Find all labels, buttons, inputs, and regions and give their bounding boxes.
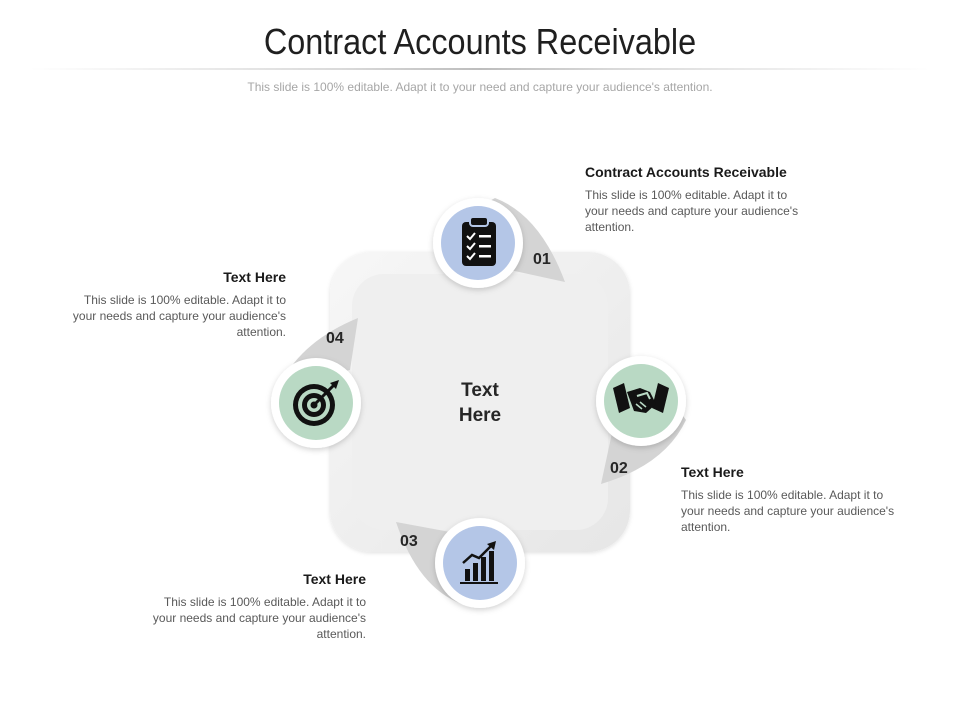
- step-03-circle: [443, 526, 517, 600]
- step-01-description: This slide is 100% editable. Adapt it to…: [585, 188, 799, 234]
- inner-panel: [352, 274, 608, 530]
- clipboard-checklist-icon: [462, 216, 496, 266]
- step-04-description: This slide is 100% editable. Adapt it to…: [72, 293, 286, 339]
- center-label-line1: Text: [461, 380, 499, 401]
- growth-chart-icon: [460, 541, 498, 584]
- step-02-heading: Text Here: [681, 464, 744, 480]
- step-02-node: [596, 356, 686, 446]
- center-label: Text Here: [420, 378, 540, 428]
- step-01-number: 01: [533, 251, 551, 268]
- step-01-text-block: Contract Accounts Receivable This slide …: [585, 164, 815, 235]
- center-label-line2: Here: [458, 405, 502, 426]
- step-02-number: 02: [610, 460, 628, 477]
- step-04-number: 04: [326, 330, 344, 347]
- step-03-heading: Text Here: [303, 571, 366, 587]
- step-03-node: [435, 518, 525, 608]
- step-01-heading: Contract Accounts Receivable: [585, 164, 787, 180]
- step-01-node: [433, 198, 523, 288]
- title-divider: [30, 68, 930, 70]
- target-icon: [293, 380, 339, 426]
- step-04-node: [271, 358, 361, 448]
- step-02-text-block: Text Here This slide is 100% editable. A…: [681, 464, 911, 535]
- handshake-icon: [613, 383, 669, 413]
- slide-subtitle: This slide is 100% editable. Adapt it to…: [247, 80, 713, 94]
- slide-title: Contract Accounts Receivable: [263, 21, 697, 62]
- step-02-description: This slide is 100% editable. Adapt it to…: [681, 488, 895, 534]
- step-03-description: This slide is 100% editable. Adapt it to…: [152, 595, 366, 641]
- step-03-text-block: Text Here This slide is 100% editable. A…: [136, 571, 366, 642]
- step-04-heading: Text Here: [223, 269, 286, 285]
- step-04-text-block: Text Here This slide is 100% editable. A…: [56, 269, 286, 340]
- step-03-number: 03: [400, 533, 418, 550]
